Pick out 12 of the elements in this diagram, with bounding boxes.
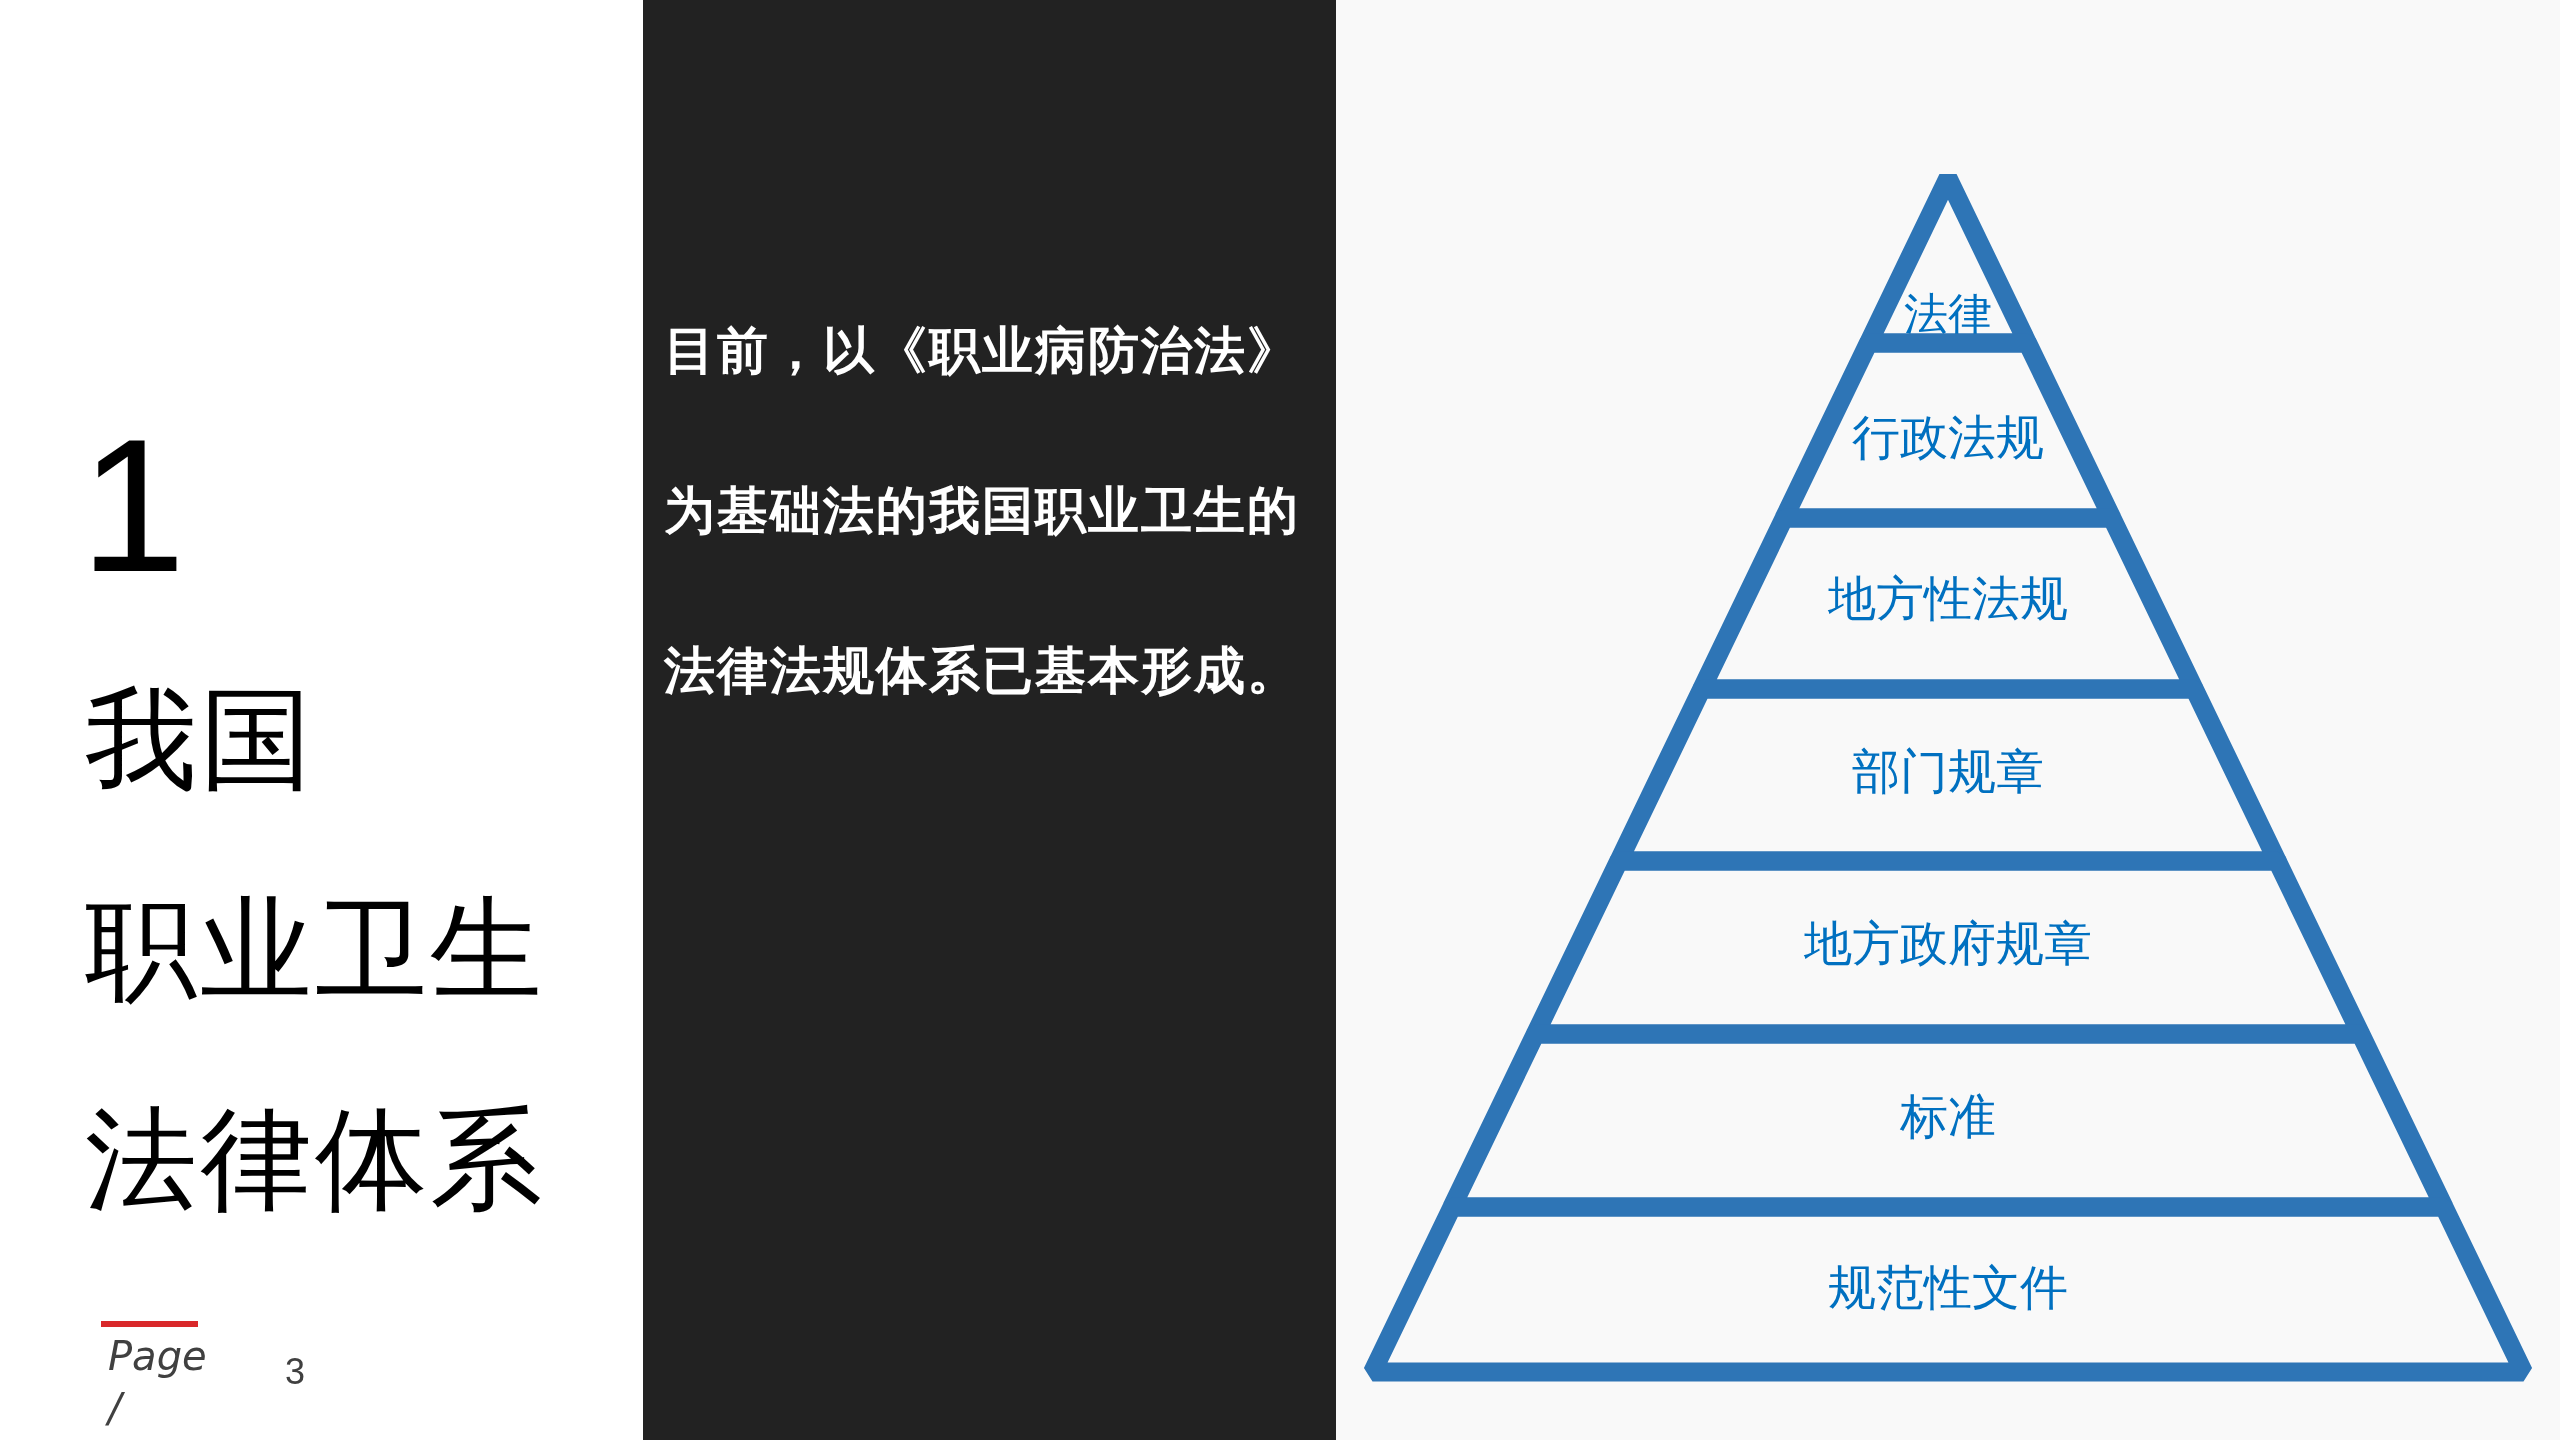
tier-label: 部门规章 xyxy=(1852,748,2044,796)
tier-label: 法律 xyxy=(1904,292,1992,336)
tier-label: 标准 xyxy=(1900,1093,1996,1141)
section-number: 1 xyxy=(80,410,186,600)
text-panel xyxy=(643,0,1336,1440)
intro-paragraph: 目前，以《职业病防治法》为基础法的我国职业卫生的法律法规体系已基本形成。 xyxy=(664,321,1301,701)
page-number: 3 xyxy=(285,1352,306,1392)
slide-title: 我国职业卫生法律体系 xyxy=(85,676,546,1224)
tier-label: 地方性法规 xyxy=(1828,575,2068,623)
tier-label: 行政法规 xyxy=(1852,414,2044,462)
tier-label: 规范性文件 xyxy=(1828,1264,2068,1312)
tier-label: 地方政府规章 xyxy=(1804,920,2092,968)
